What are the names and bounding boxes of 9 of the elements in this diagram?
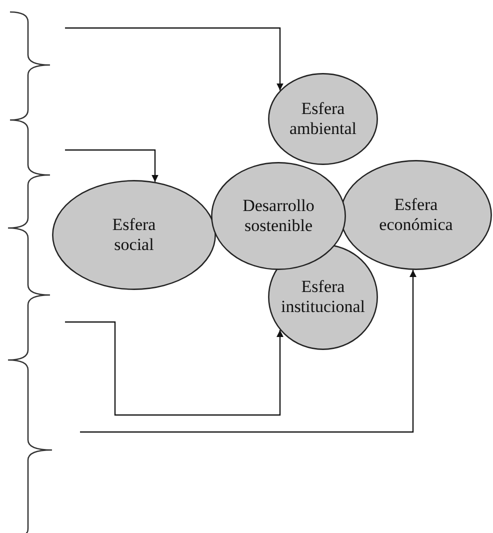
node-label: Esfera social: [111, 215, 157, 255]
node-label: Esfera institucional: [280, 277, 366, 317]
arrow: [65, 321, 284, 416]
node-label: Desarrollo sostenible: [242, 196, 316, 236]
node-label: Esfera económica: [378, 195, 454, 235]
arrow: [65, 27, 284, 90]
arrow: [80, 270, 416, 433]
arrow: [65, 149, 158, 182]
node-label: Esfera ambiental: [288, 99, 358, 139]
